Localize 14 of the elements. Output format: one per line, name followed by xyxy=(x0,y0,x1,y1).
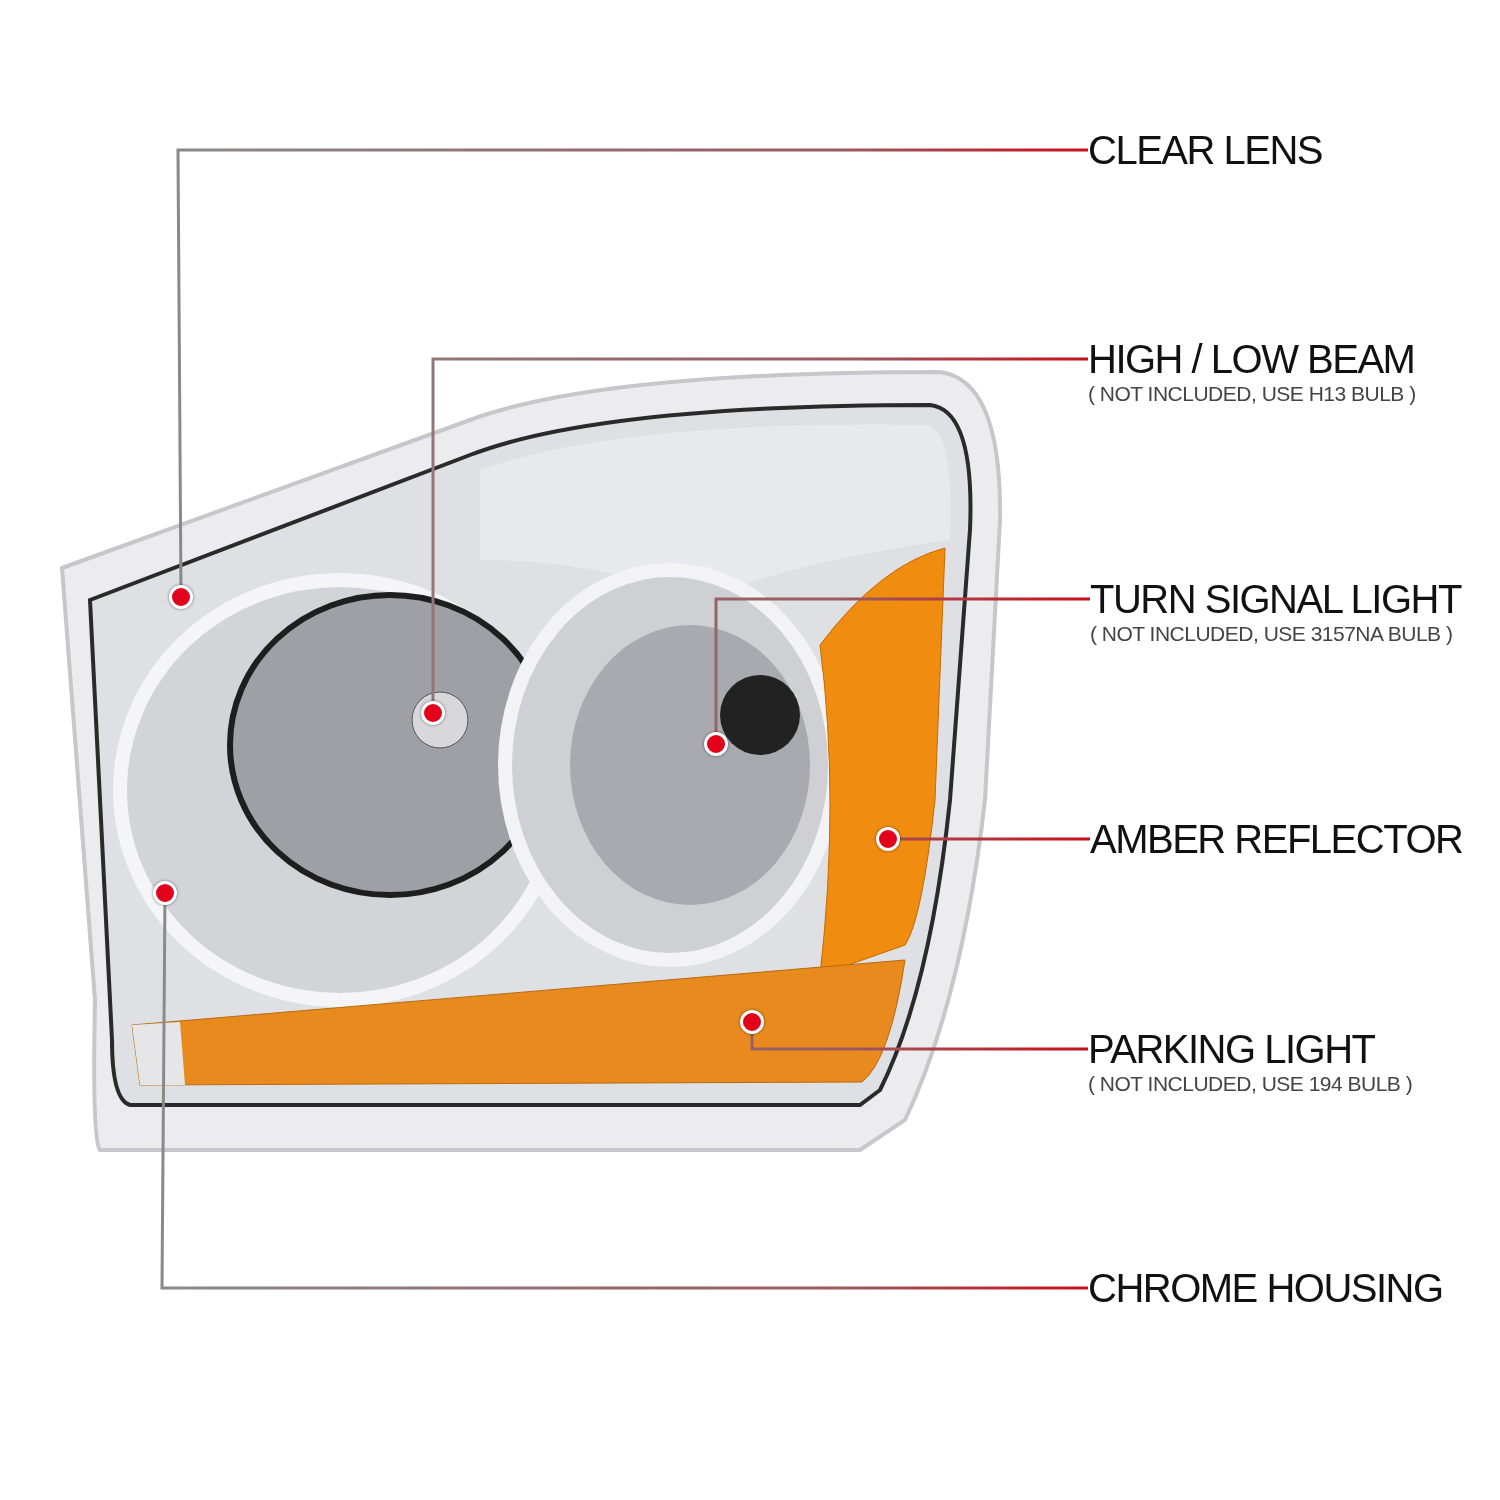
callout-label: CHROME HOUSING xyxy=(1088,1265,1443,1311)
leader-line xyxy=(714,597,1090,732)
leader-line xyxy=(750,1034,1088,1051)
bulb-note: ( NOT INCLUDED, USE H13 BULB ) xyxy=(1088,382,1416,406)
leader-line xyxy=(176,148,1088,585)
callout-label: CLEAR LENS xyxy=(1088,127,1322,173)
callout-label: TURN SIGNAL LIGHT xyxy=(1090,576,1461,622)
bulb-note: ( NOT INCLUDED, USE 194 BULB ) xyxy=(1088,1072,1413,1096)
leader-line xyxy=(900,837,1090,841)
callout-label: AMBER REFLECTOR xyxy=(1090,816,1463,862)
callout-label: HIGH / LOW BEAM xyxy=(1088,336,1415,382)
leader-line xyxy=(160,905,1088,1290)
callout-label: PARKING LIGHT xyxy=(1088,1026,1375,1072)
bulb-note: ( NOT INCLUDED, USE 3157NA BULB ) xyxy=(1090,622,1453,646)
